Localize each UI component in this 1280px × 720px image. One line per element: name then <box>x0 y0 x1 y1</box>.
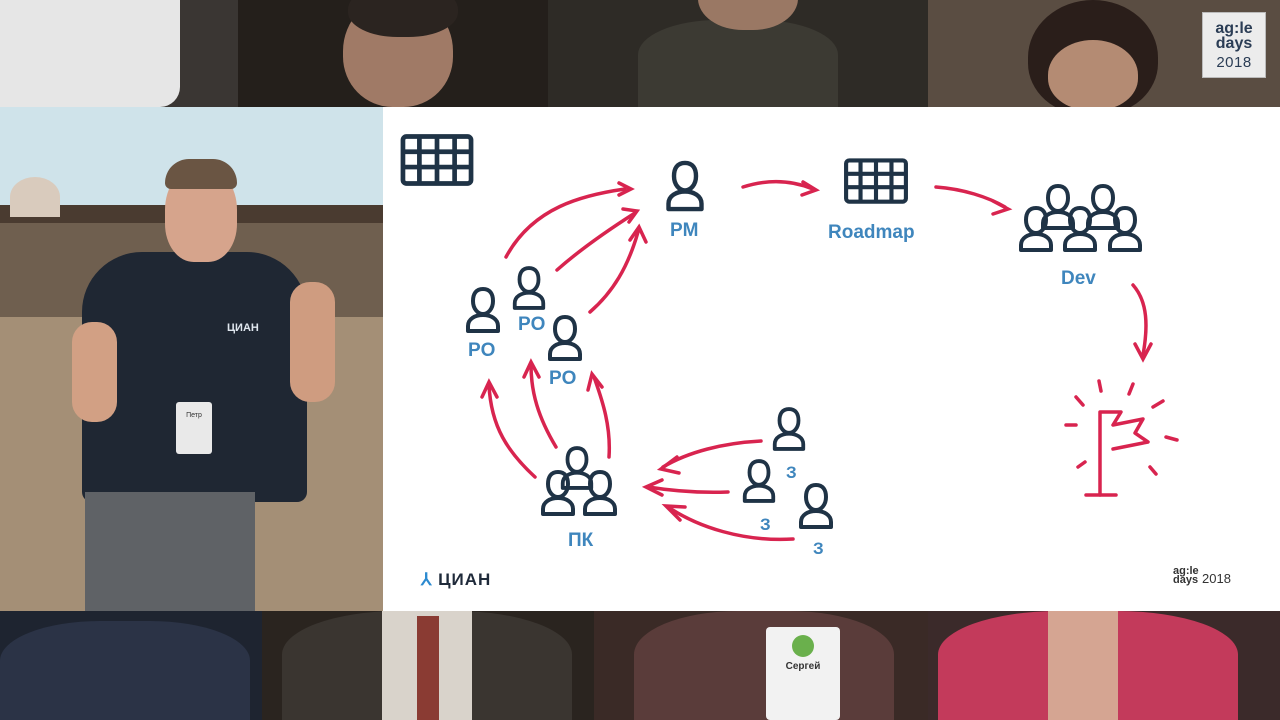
arrow-pk-to-po-top <box>529 363 558 449</box>
label-po-left: PO <box>468 340 496 361</box>
audience-band-bottom <box>0 611 1280 720</box>
z-mid-person-icon <box>742 459 776 503</box>
label-z-mid: З <box>760 515 771 534</box>
flow-arrows <box>480 179 1153 542</box>
speaker-badge-name: Петр <box>186 412 202 419</box>
pm-person-icon <box>669 163 702 209</box>
label-dev: Dev <box>1061 268 1096 289</box>
label-po-right: PO <box>549 368 577 389</box>
arrow-po-left-to-pm <box>504 187 627 259</box>
po-right-person-icon <box>550 317 580 359</box>
pk-group-icon <box>541 446 617 516</box>
slide-diagram <box>383 107 1179 542</box>
launch-flag-icon <box>1064 379 1179 497</box>
audience-tile <box>928 611 1280 720</box>
presentation-slide: PM Roadmap Dev PO PO PO ПК З З З ⅄ ЦИАН … <box>383 107 1280 611</box>
arrow-po-top-to-pm <box>555 211 637 272</box>
arrow-po-right-to-pm <box>588 230 640 314</box>
event-logo: ag:le days 2018 <box>1202 12 1266 78</box>
z-top-person-icon <box>772 407 806 451</box>
arrow-pm-to-roadmap <box>741 179 815 191</box>
po-top-person-icon <box>512 266 546 310</box>
audience-tile <box>262 611 594 720</box>
label-z-bottom: З <box>813 539 824 558</box>
dev-group-icon <box>1019 184 1142 252</box>
label-roadmap: Roadmap <box>828 222 915 243</box>
label-po-top: PO <box>518 314 546 335</box>
audience-tile <box>594 611 928 720</box>
speaker-badge: Петр <box>176 402 212 454</box>
arrow-dev-to-result <box>1131 283 1148 357</box>
audience-tile <box>548 0 928 107</box>
tshirt-logo: ЦИАН <box>227 322 259 334</box>
audience-band-top <box>0 0 1280 107</box>
speaker-video: ЦИАН Петр <box>0 107 383 611</box>
slide-footer-logo-year: 2018 <box>1202 571 1231 586</box>
event-logo-line1: ag:le <box>1215 20 1253 37</box>
audience-tile <box>0 611 262 720</box>
audience-tile <box>238 0 548 107</box>
audience-badge-name: Сергей <box>785 661 821 672</box>
z-bottom-person-icon <box>801 485 831 527</box>
audience-name-badge: Сергей <box>766 627 840 720</box>
table-icon <box>403 137 471 184</box>
arrow-pk-to-po-right <box>592 375 612 459</box>
roadmap-grid-icon <box>846 160 906 201</box>
badge-logo-icon <box>792 635 814 657</box>
company-logo: ⅄ ЦИАН <box>421 570 491 590</box>
company-logo-mark: ⅄ <box>421 570 439 589</box>
arrow-z-bottom-to-pk <box>666 505 795 542</box>
slide-footer-logo-line1: ag:le <box>1173 565 1199 577</box>
arrow-z-mid-to-pk <box>646 485 730 494</box>
slide-footer-logo-line2: days <box>1173 574 1199 586</box>
label-pm: PM <box>670 220 699 241</box>
po-left-person-icon <box>468 289 498 331</box>
company-logo-text: ЦИАН <box>438 570 492 589</box>
event-logo-year: 2018 <box>1216 54 1252 71</box>
audience-tile <box>0 0 238 107</box>
arrow-pk-to-po-left <box>487 383 537 479</box>
label-z-top: З <box>786 463 797 482</box>
label-pk: ПК <box>568 530 594 551</box>
arrow-roadmap-to-dev <box>934 185 1007 209</box>
arrow-z-top-to-pk <box>661 439 763 469</box>
event-logo-line2: days <box>1215 35 1253 52</box>
